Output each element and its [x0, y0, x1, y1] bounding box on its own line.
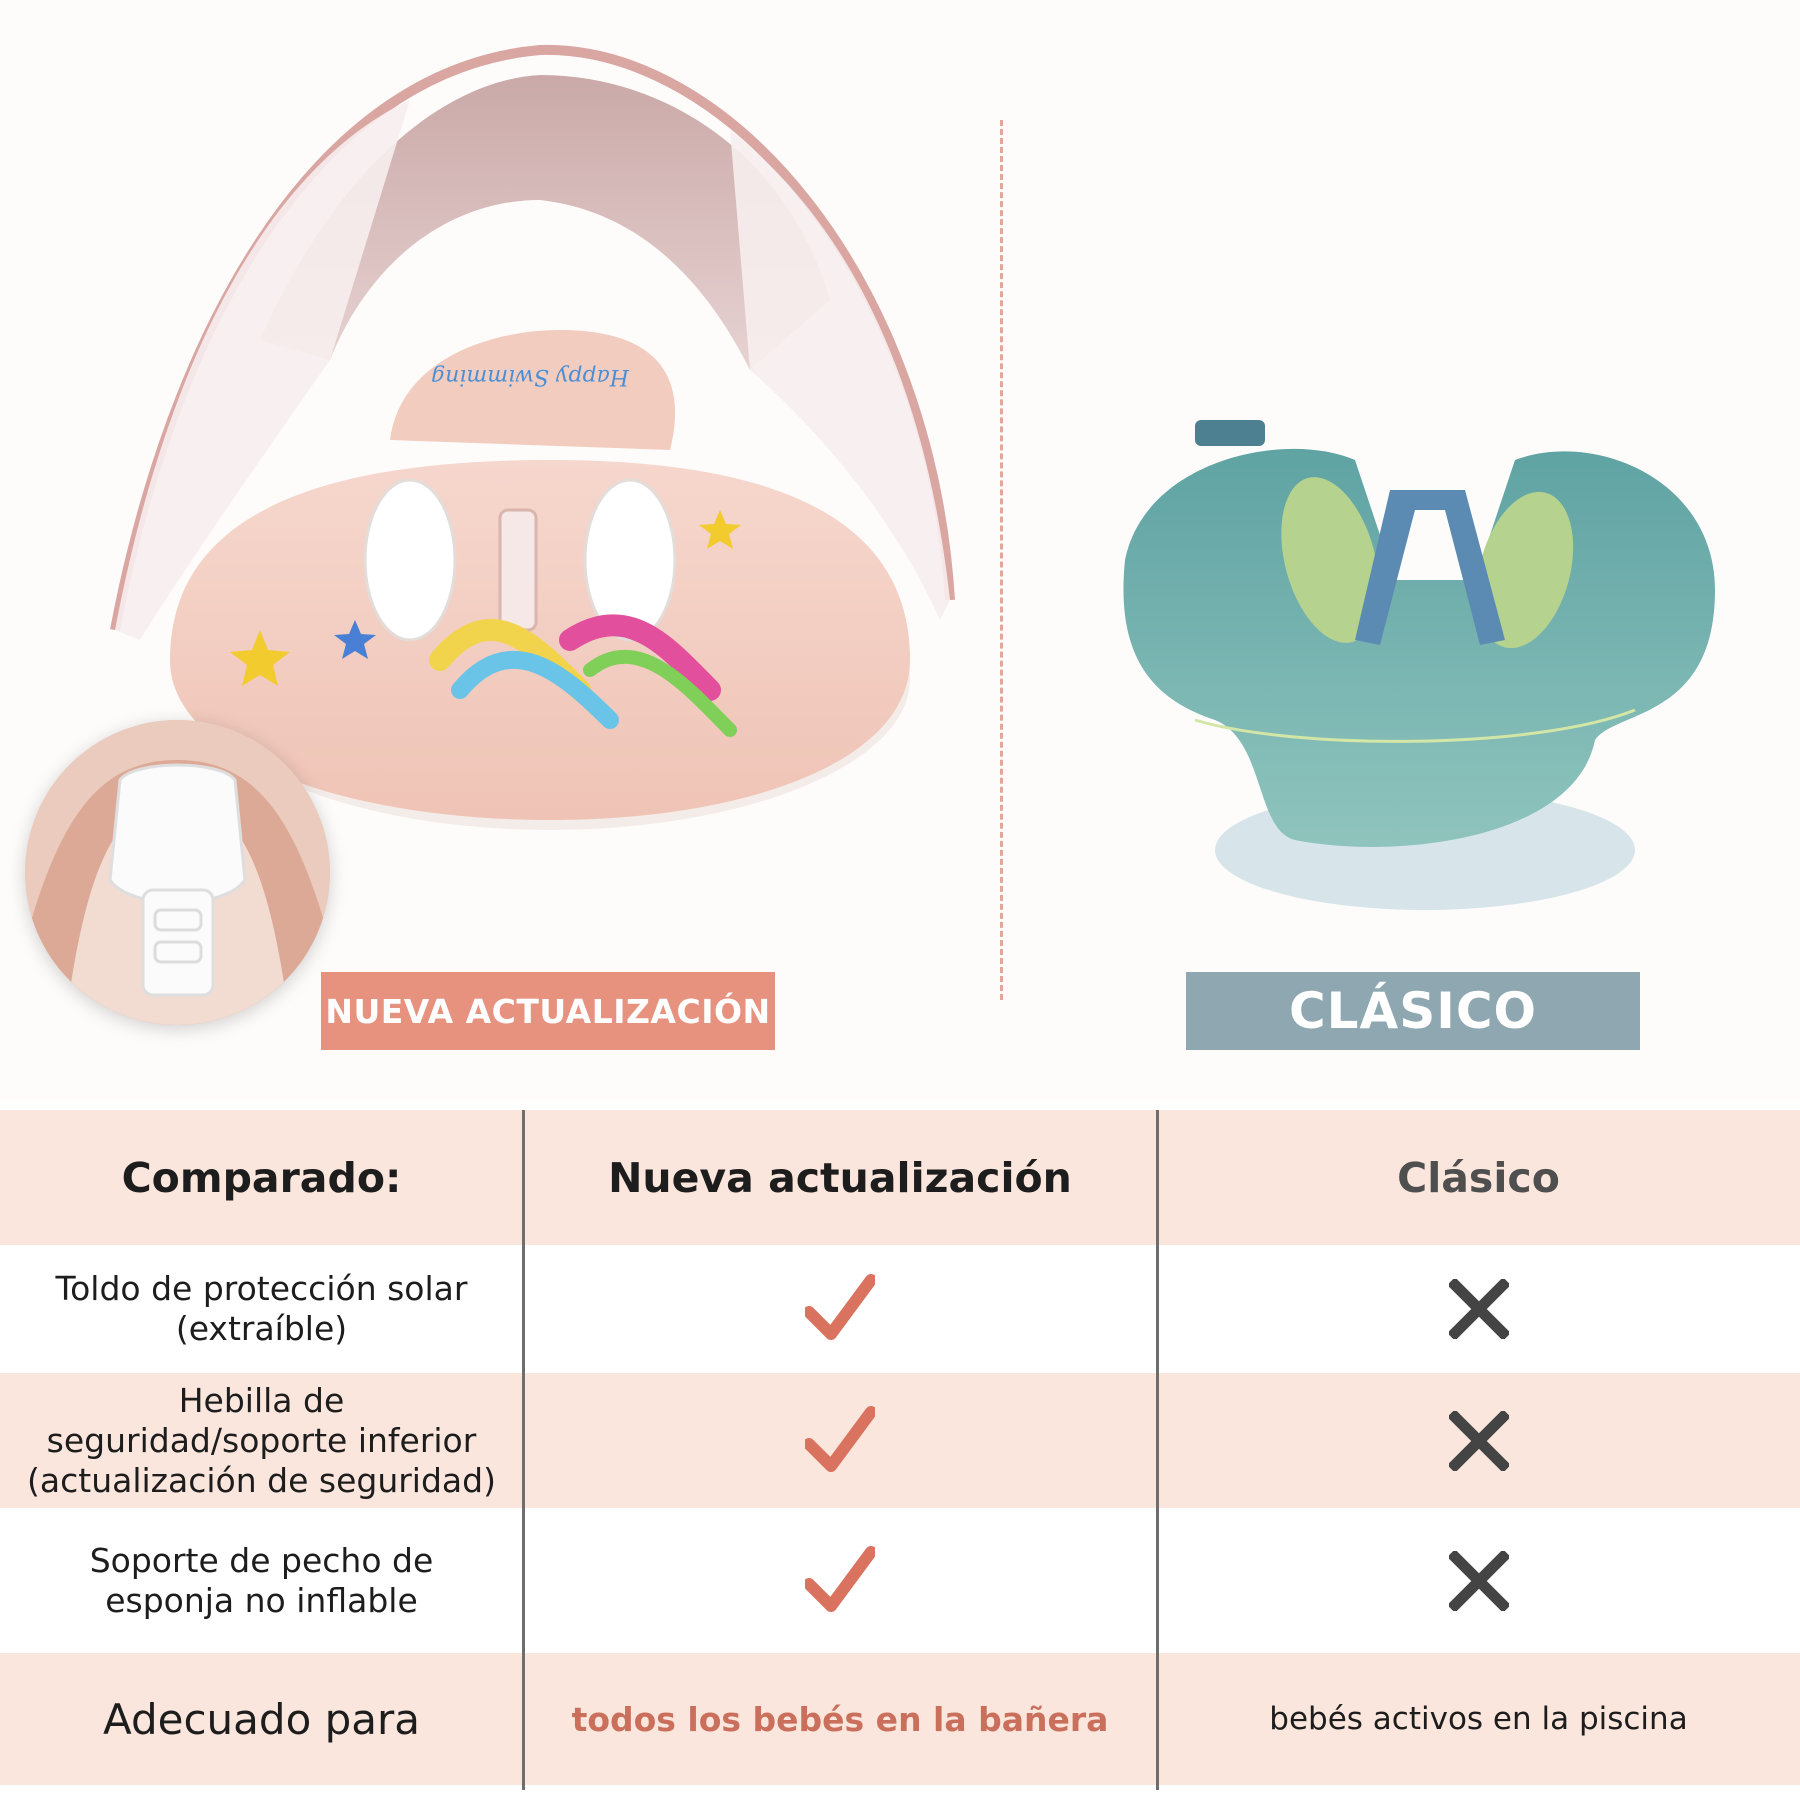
check-icon — [523, 1508, 1157, 1653]
suitable-classic: bebés activos en la piscina — [1269, 1701, 1688, 1737]
brand-print-text: Happy Swimming — [431, 364, 630, 389]
suitable-label: Adecuado para — [102, 1694, 421, 1744]
cross-icon — [1157, 1373, 1800, 1508]
classic-version-badge: CLÁSICO — [1186, 972, 1640, 1050]
new-float-image: Happy Swimming — [110, 40, 990, 900]
dashed-divider — [1000, 120, 1003, 1000]
feature-label: Toldo de protección solar(extraíble) — [55, 1269, 468, 1348]
product-showcase: Happy Swimming — [25, 40, 1735, 1050]
cross-icon — [1157, 1508, 1800, 1653]
classic-float-image — [1095, 420, 1735, 940]
cross-icon — [1157, 1245, 1800, 1373]
table-row: Toldo de protección solar(extraíble) — [0, 1245, 1800, 1373]
suitable-new: todos los bebés en la bañera — [571, 1699, 1109, 1739]
seat-detail-inset — [25, 720, 330, 1025]
suitable-row: Adecuado para todos los bebés en la bañe… — [0, 1653, 1800, 1785]
table-header-row: Comparado: Nueva actualización Clásico — [0, 1110, 1800, 1245]
check-icon — [523, 1245, 1157, 1373]
header-classic: Clásico — [1397, 1153, 1560, 1202]
new-version-badge: NUEVA ACTUALIZACIÓN — [321, 972, 775, 1050]
column-divider — [1156, 1110, 1159, 1790]
comparison-table: Comparado: Nueva actualización Clásico T… — [0, 1110, 1800, 1790]
column-divider — [522, 1110, 525, 1790]
header-compared: Comparado: — [121, 1153, 402, 1202]
check-icon — [523, 1373, 1157, 1508]
header-new: Nueva actualización — [608, 1153, 1072, 1202]
